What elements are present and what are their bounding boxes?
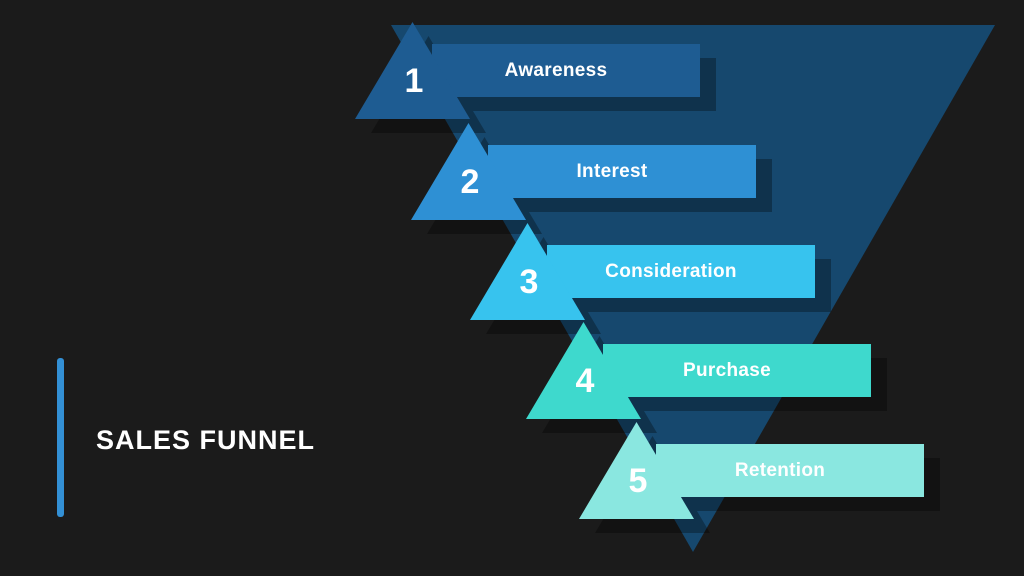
step-label: Awareness bbox=[504, 60, 608, 81]
step-banner bbox=[547, 245, 815, 298]
step-label: Retention bbox=[734, 460, 826, 481]
funnel-step-1: 1 Awareness bbox=[355, 22, 700, 119]
funnel-step-2: 2 Interest bbox=[411, 123, 756, 220]
step-banner bbox=[656, 444, 924, 497]
slide-title: SALES FUNNEL bbox=[96, 425, 316, 455]
funnel-step-3: 3 Consideration bbox=[470, 223, 815, 320]
step-banner bbox=[432, 44, 700, 97]
step-number: 1 bbox=[404, 62, 424, 100]
step-banner bbox=[488, 145, 756, 198]
step-number: 4 bbox=[575, 362, 595, 400]
step-number: 5 bbox=[628, 462, 648, 500]
step-label: Purchase bbox=[683, 360, 771, 381]
title-accent-bar bbox=[57, 358, 64, 517]
step-label: Interest bbox=[576, 161, 648, 182]
step-label: Consideration bbox=[605, 261, 737, 282]
step-banner bbox=[603, 344, 871, 397]
funnel-step-5: 5 Retention bbox=[579, 422, 924, 519]
step-number: 3 bbox=[519, 263, 539, 301]
funnel-step-4: 4 Purchase bbox=[526, 322, 871, 419]
step-number: 2 bbox=[460, 163, 480, 201]
